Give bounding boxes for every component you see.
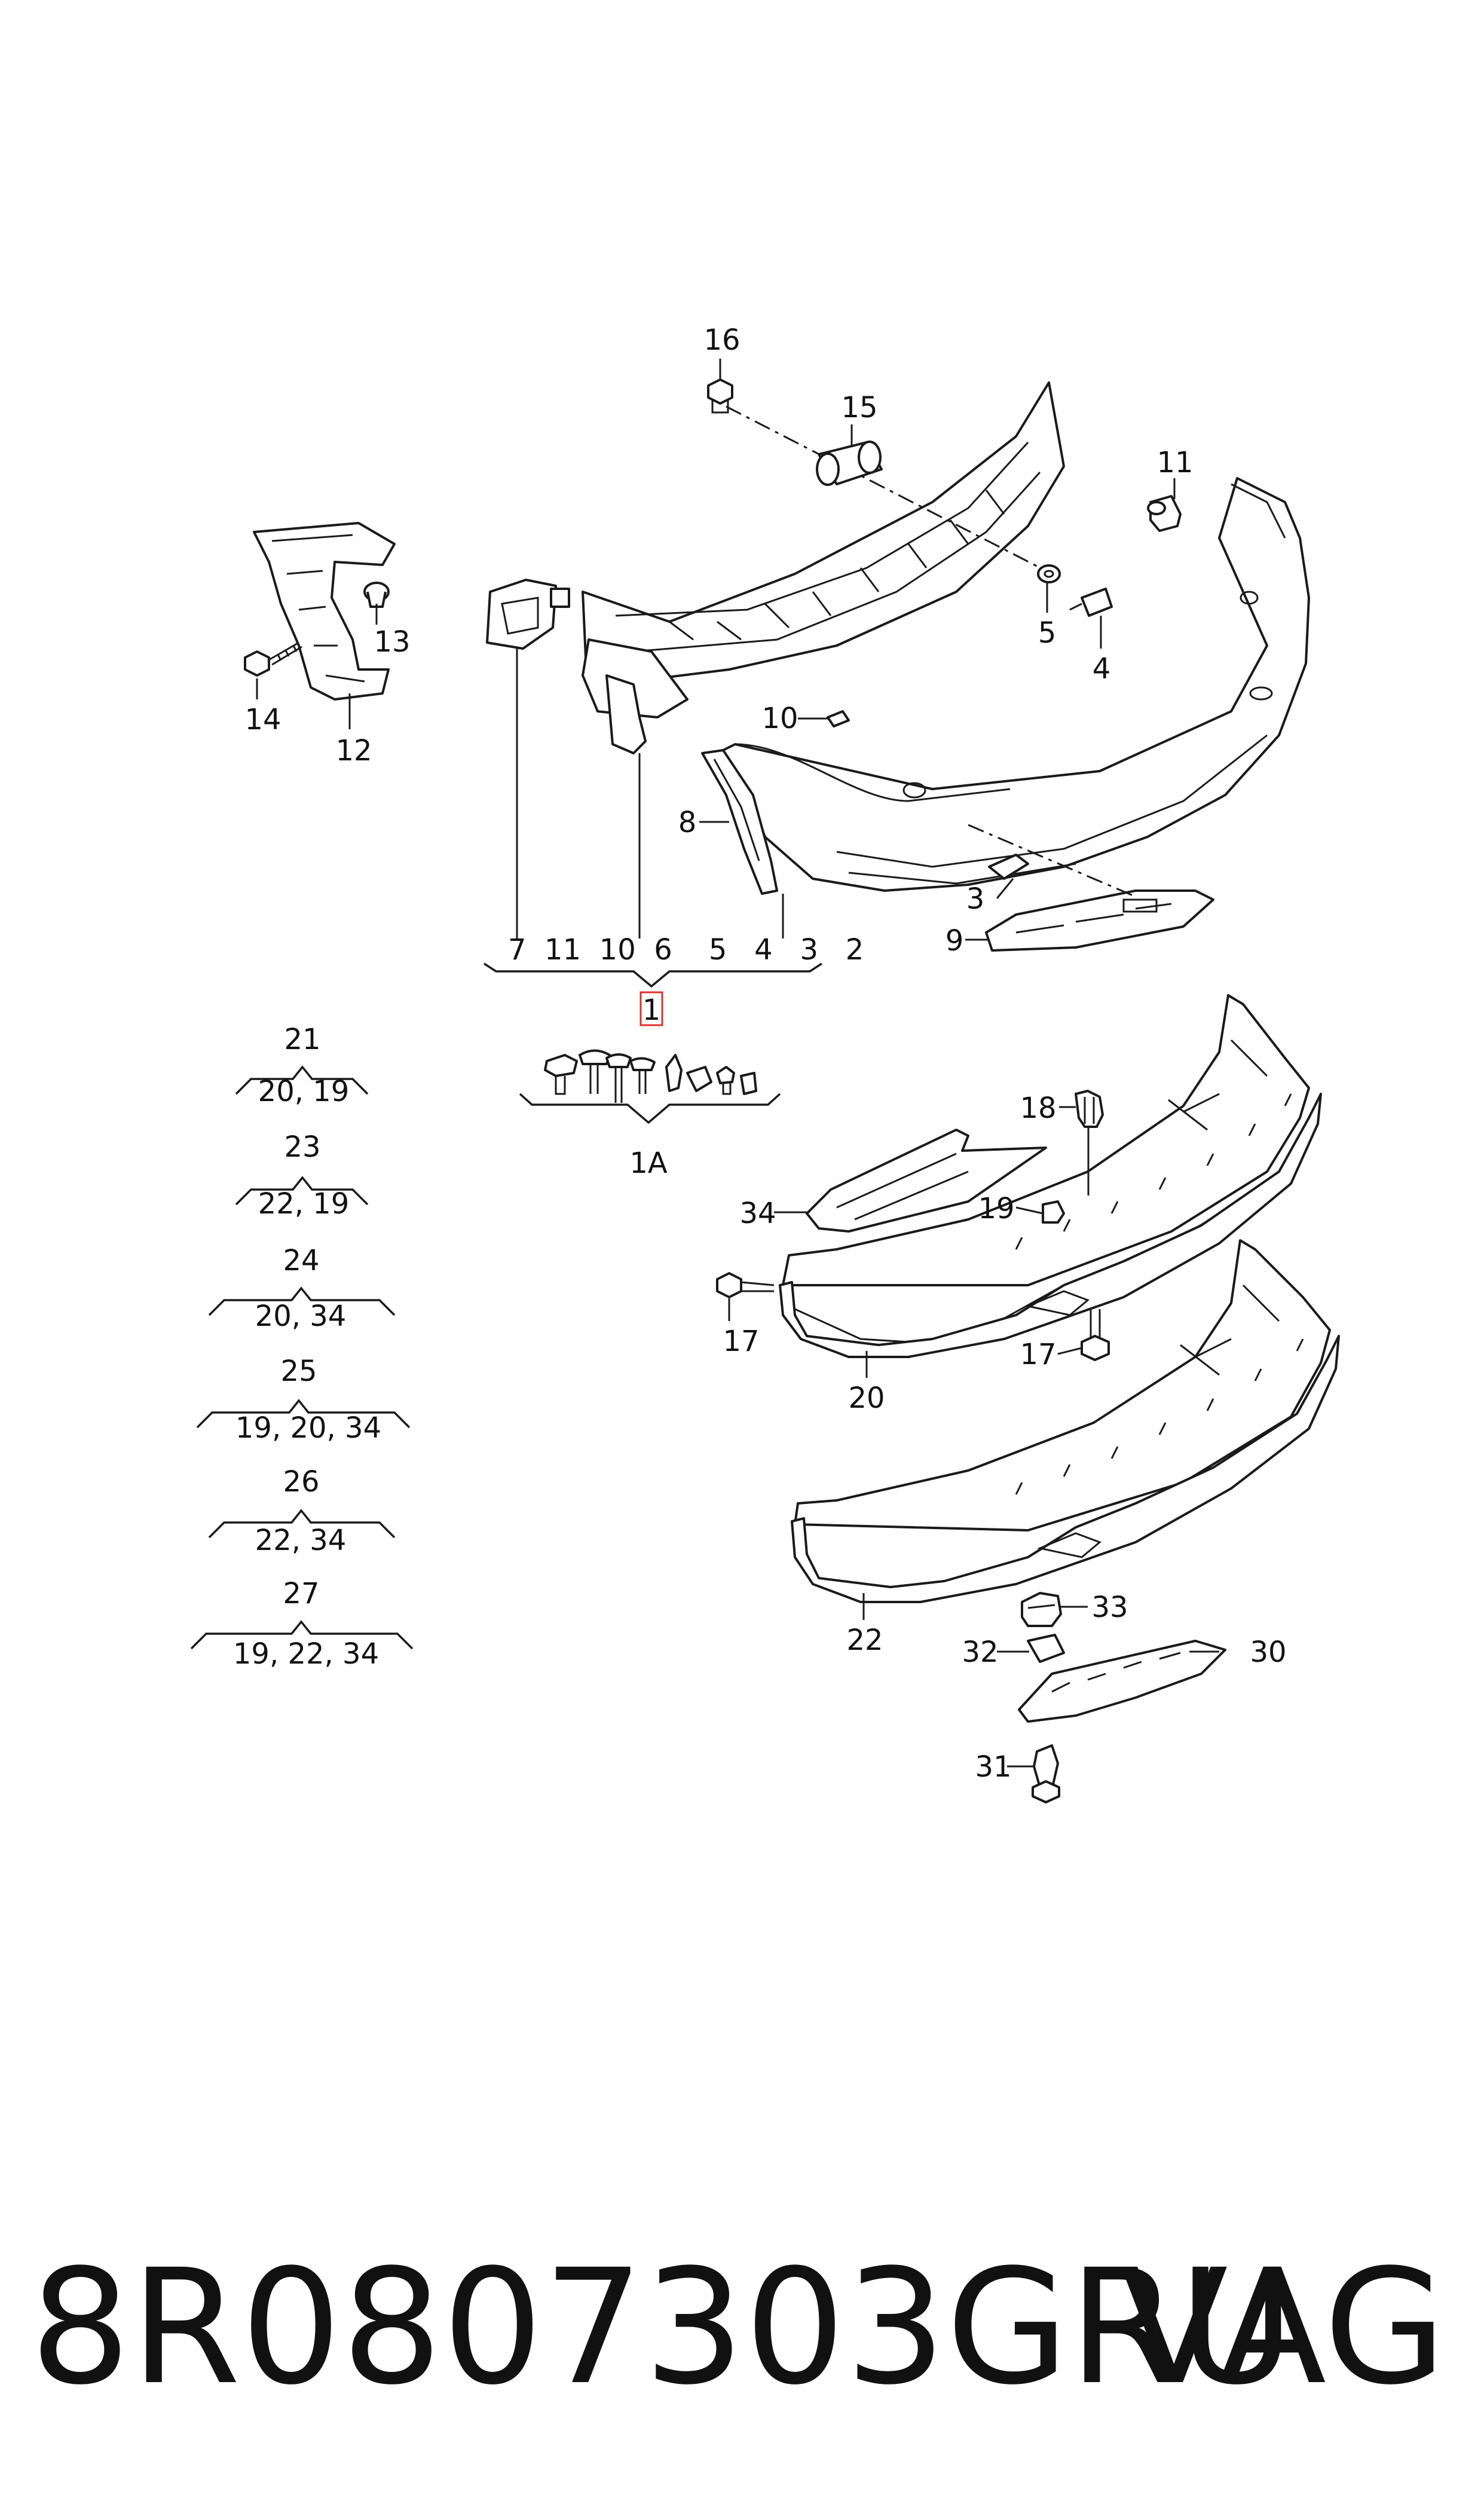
part-number: 8R0807303GRU	[30, 2236, 1295, 2420]
callout-33: 33	[1091, 1591, 1128, 1624]
callout-12: 12	[335, 734, 372, 768]
spacer-15	[816, 441, 883, 486]
kit-1-parts: 7 11 10 6 5 4 3 2	[508, 933, 864, 967]
footer: 8R0807303GRU VAG	[30, 2236, 1446, 2420]
nut-10	[827, 710, 850, 727]
group-25-parts: 19, 20, 34	[235, 1411, 381, 1445]
mount-11	[1147, 495, 1182, 532]
clip-19	[1042, 1200, 1065, 1224]
group-27-parts: 19, 22, 34	[233, 1637, 379, 1671]
group-26-title: 26	[283, 1465, 319, 1499]
leader-lines	[256, 359, 1219, 1768]
group-legend: 21 20, 19 23 22, 19 24 20, 34 25 19, 20,…	[190, 1023, 414, 1671]
clip-nut-4	[1069, 588, 1113, 617]
group-25-title: 25	[280, 1355, 317, 1388]
group-21-parts: 20, 19	[258, 1075, 350, 1108]
clip-33	[1021, 1592, 1062, 1627]
brand-name: VAG	[1120, 2236, 1446, 2420]
kit-1a-group: 1A	[519, 1093, 781, 1180]
group-24-parts: 20, 34	[255, 1300, 347, 1333]
group-21-title: 21	[284, 1023, 320, 1056]
group-26-parts: 22, 34	[255, 1524, 347, 1557]
washer-5	[1037, 564, 1061, 583]
group-23-parts: 22, 19	[258, 1187, 350, 1221]
clip-13	[363, 582, 390, 608]
callout-17b: 17	[1020, 1338, 1056, 1371]
kit-1-label: 1	[642, 993, 661, 1027]
callout-31: 31	[975, 1750, 1011, 1784]
callout-4: 4	[1093, 652, 1111, 686]
cover-34	[806, 1129, 1047, 1233]
callout-14: 14	[244, 703, 281, 736]
callout-13: 13	[374, 625, 410, 659]
callout-11: 11	[1156, 446, 1193, 479]
lower-trim-22	[791, 1239, 1340, 1603]
callout-22: 22	[846, 1624, 883, 1657]
group-24-title: 24	[283, 1244, 319, 1277]
kit-1-highlight	[640, 991, 663, 1026]
screw-17b	[1081, 1309, 1110, 1361]
bumper-cover	[710, 477, 1310, 892]
kit-1-group: 7 11 10 6 5 4 3 2 1	[484, 933, 864, 1027]
callout-19: 19	[978, 1192, 1014, 1225]
callout-32: 32	[962, 1635, 998, 1669]
callout-18: 18	[1020, 1092, 1056, 1125]
panel-30	[1018, 1640, 1226, 1723]
washer-32	[1027, 1634, 1065, 1663]
callout-16: 16	[703, 323, 740, 357]
callout-labels: 16 15 11 13 14 12 5 4 10 8 3 9 18 34 19 …	[244, 323, 1286, 1784]
callout-34: 34	[739, 1197, 776, 1230]
cap-3	[988, 854, 1029, 880]
side-trim-8	[701, 749, 778, 895]
callout-20: 20	[848, 1381, 885, 1415]
expanding-nut-31	[1032, 1744, 1060, 1803]
callout-8: 8	[678, 806, 697, 839]
callout-30: 30	[1250, 1635, 1286, 1669]
guide-bracket-7	[486, 579, 570, 650]
callout-15: 15	[841, 391, 877, 424]
kit-1a-label: 1A	[629, 1147, 668, 1180]
reflector-9	[985, 889, 1214, 952]
group-23-title: 23	[284, 1130, 320, 1164]
callout-5: 5	[1038, 616, 1057, 650]
screw-14	[244, 641, 302, 677]
bracket-12	[253, 522, 396, 701]
fastener-kit	[544, 1049, 757, 1103]
callout-9: 9	[946, 924, 964, 958]
callout-3: 3	[966, 882, 985, 916]
screw-17a	[716, 1272, 775, 1298]
clip-18	[1075, 1090, 1104, 1128]
callout-17a: 17	[723, 1325, 759, 1358]
lower-trim-20	[779, 994, 1322, 1358]
group-27-title: 27	[283, 1577, 319, 1610]
impact-absorber	[582, 381, 1065, 754]
callout-10: 10	[761, 702, 798, 735]
